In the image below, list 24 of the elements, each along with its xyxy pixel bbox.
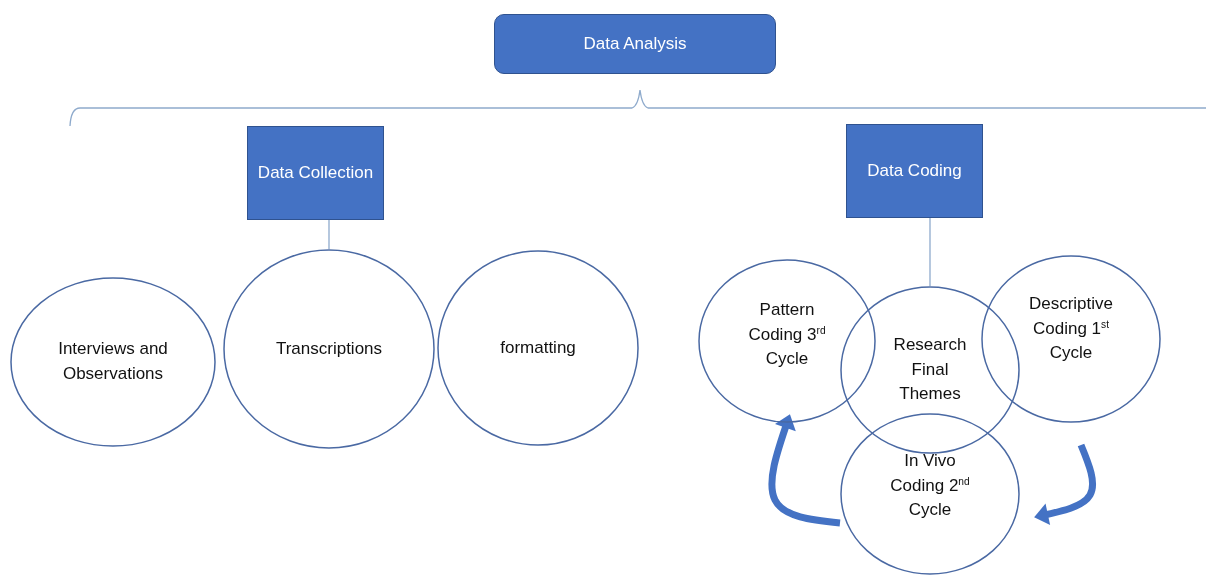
node-label: formatting xyxy=(500,336,576,359)
process-box xyxy=(247,126,384,220)
circle-node xyxy=(840,413,1020,575)
node-label: In Vivo Coding 2$^{nd}$ Cycle xyxy=(889,450,971,522)
node-label: Research Final Themes xyxy=(892,334,968,406)
node-label: Data Analysis xyxy=(583,34,687,54)
node-label: Transcriptions xyxy=(275,337,383,360)
node-label: Data Coding xyxy=(867,161,962,181)
process-box xyxy=(846,124,983,218)
process-box xyxy=(494,14,776,74)
curved-arrow xyxy=(1034,443,1097,526)
circle-node xyxy=(437,250,639,446)
node-label: Pattern Coding 3$^{rd}$ Cycle xyxy=(747,299,827,371)
circle-node xyxy=(223,249,435,449)
node-label: Data Collection xyxy=(257,163,374,183)
node-label: Interviews and Observations xyxy=(57,338,169,385)
connector-line xyxy=(328,219,330,250)
node-label: Descriptive Coding 1$^{st}$ Cycle xyxy=(1027,293,1115,365)
circle-node xyxy=(698,259,876,423)
circle-node xyxy=(840,286,1020,454)
circle-node xyxy=(981,255,1161,423)
connector-line xyxy=(929,217,931,287)
circle-node xyxy=(10,277,216,447)
curved-arrow xyxy=(768,414,841,527)
